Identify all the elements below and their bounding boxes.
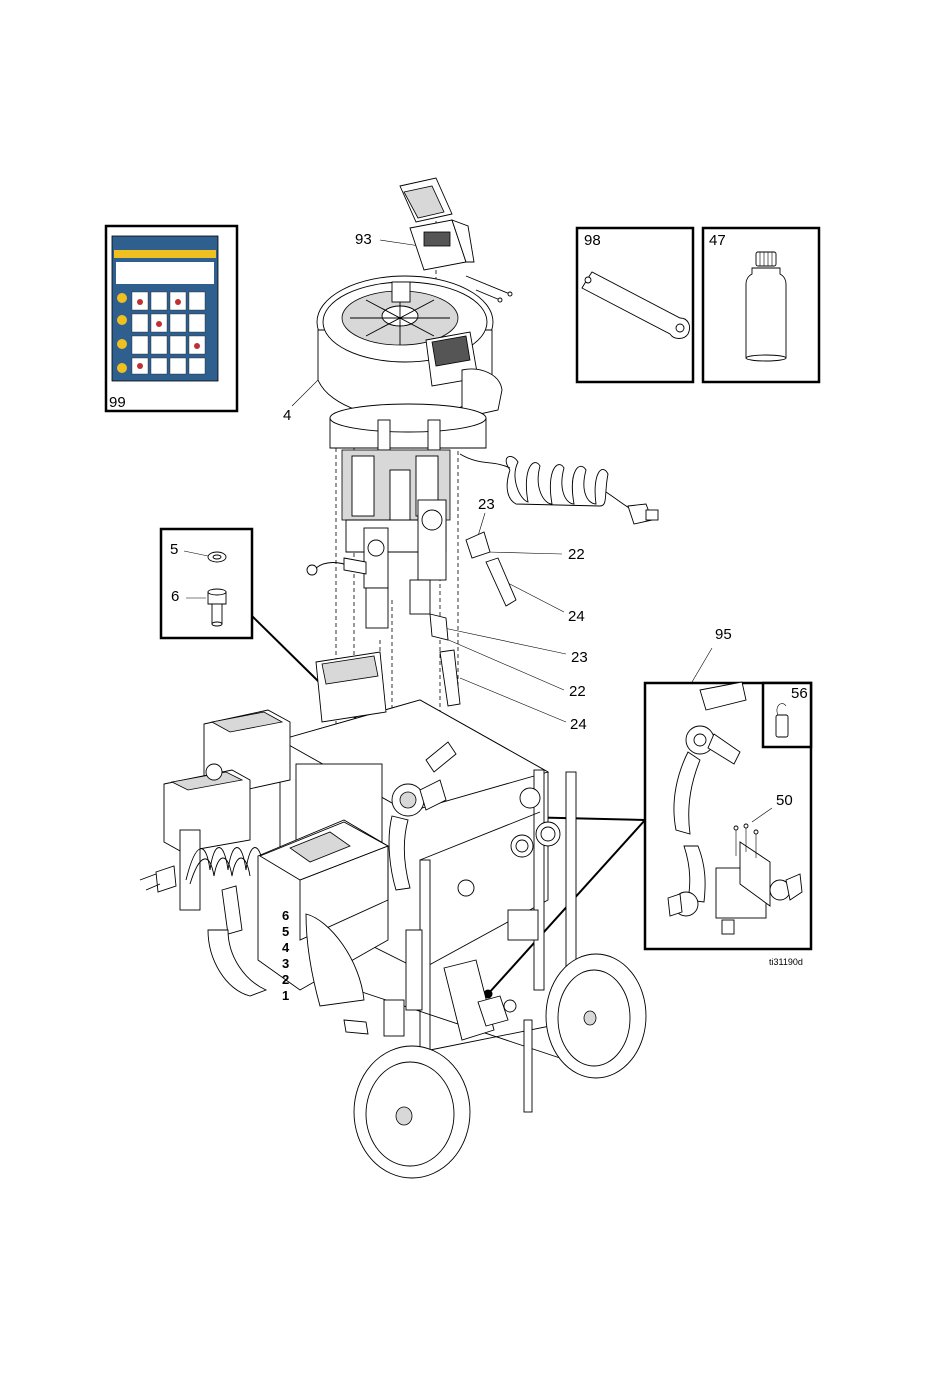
stage-number-6: 6: [282, 908, 289, 923]
detail-box-47: 47: [703, 228, 819, 382]
callout-22-upper: 22: [568, 546, 585, 563]
callout-6: 6: [171, 588, 179, 605]
callout-99: 99: [109, 394, 126, 411]
detail-box-5-6: 5 6: [161, 529, 252, 638]
callout-95: 95: [715, 626, 732, 643]
detail-box-98: 98: [577, 228, 693, 382]
heated-hose-coil: [140, 848, 264, 935]
stage-number-2: 2: [282, 972, 289, 987]
fitting-lower: [430, 614, 460, 706]
detail-box-95: 56 95 50: [645, 626, 811, 949]
callout-50: 50: [776, 792, 793, 809]
wheel-rear-left: [208, 930, 266, 996]
stage-number-1: 1: [282, 988, 289, 1003]
pump-column: [307, 450, 450, 628]
wheel-rear-right: [546, 954, 646, 1078]
stage-number-5: 5: [282, 924, 289, 939]
callout-47: 47: [709, 232, 726, 249]
handle-bar: [344, 1020, 368, 1034]
callout-24-lower: 24: [570, 716, 587, 733]
hopper-tank: 6 5 4 3 2 1: [258, 820, 388, 1006]
detail-box-99: 99: [106, 226, 237, 411]
warning-label-card-icon: [112, 236, 218, 381]
lubricant-bottle-icon: [746, 252, 786, 361]
washer-icon: [208, 552, 226, 562]
cable-coil: [460, 454, 658, 524]
callout-22-lower: 22: [569, 683, 586, 700]
callout-56: 56: [791, 685, 808, 702]
callout-98: 98: [584, 232, 601, 249]
figure-id: ti31190d: [769, 957, 803, 967]
callout-4: 4: [283, 407, 291, 424]
motor-assembly-4: [317, 276, 502, 450]
callout-23-lower: 23: [571, 649, 588, 666]
stage-number-3: 3: [282, 956, 289, 971]
wheel-front: [354, 1046, 470, 1178]
callout-93: 93: [355, 231, 372, 248]
stage-scale: 6 5 4 3 2 1: [282, 908, 290, 1003]
callout-5: 5: [170, 541, 178, 558]
callout-23-upper: 23: [478, 496, 495, 513]
callout-24-upper: 24: [568, 608, 585, 625]
stage-number-4: 4: [282, 940, 290, 955]
fitting-upper: [466, 532, 516, 606]
